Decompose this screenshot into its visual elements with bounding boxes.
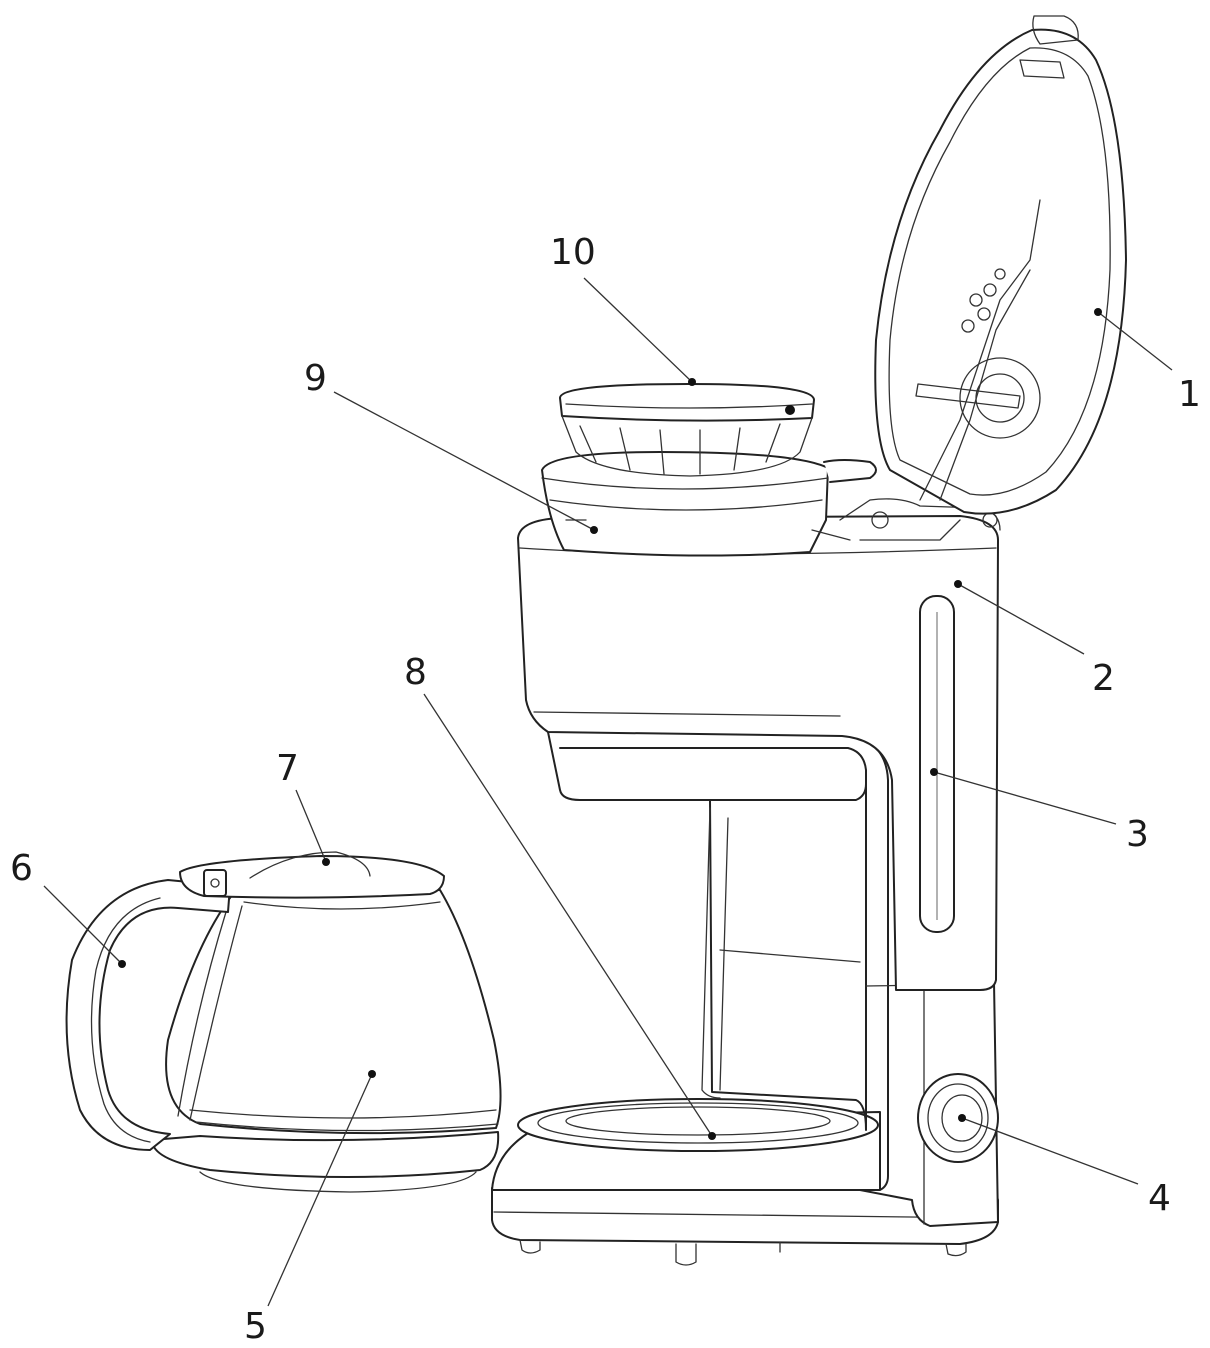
carafe-handle: [65, 879, 231, 1151]
callout-9-filter-holder: 9: [304, 358, 327, 399]
callout-7-carafe-lid: 7: [276, 748, 299, 789]
callout-3-water-level-window: 3: [1126, 814, 1149, 855]
callout-2-water-tank: 2: [1092, 658, 1115, 699]
callout-1-lid: 1: [1178, 374, 1201, 415]
water-level-window: [919, 595, 955, 933]
callout-5-carafe: 5: [244, 1306, 267, 1347]
coffee-maker: [491, 15, 1127, 1266]
filter-holder: [541, 451, 877, 557]
carafe: [151, 889, 502, 1193]
callout-6-carafe-handle: 6: [10, 848, 33, 889]
callout-8-warming-plate: 8: [404, 652, 427, 693]
lid[interactable]: [874, 15, 1127, 515]
permanent-filter: [559, 383, 815, 477]
warming-plate: [517, 1098, 879, 1152]
callout-labels: 1 2 3 4 5 6 7 8 9 10: [10, 232, 1201, 1347]
hinge: [839, 498, 1001, 541]
callout-4-power-button: 4: [1148, 1178, 1171, 1219]
leaders: [43, 277, 1173, 1307]
callout-10-permanent-filter: 10: [550, 232, 596, 273]
carafe-lid: [179, 851, 445, 899]
